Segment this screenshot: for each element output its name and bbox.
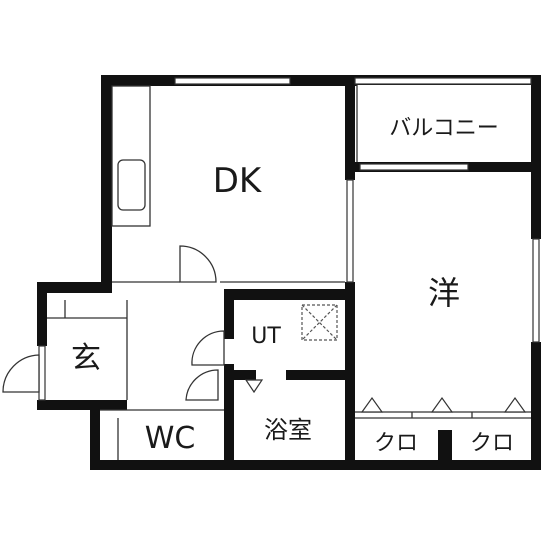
bath-door-marker-icon: [244, 379, 264, 394]
closet-door-markers: [360, 396, 527, 413]
room-label-closet-left: クロ: [374, 431, 418, 456]
closet-triangle-icon: [430, 396, 454, 413]
window-western-right: [532, 238, 540, 343]
wall-hall-top: [224, 289, 345, 300]
washer-box: [301, 304, 338, 341]
wall-bottom: [90, 460, 541, 470]
wall-ut-right: [345, 282, 355, 470]
wall-dk-right-upper: [345, 75, 355, 180]
door-dk-icon: [179, 245, 217, 283]
kitchen: [111, 85, 151, 227]
wall-wc-bath: [224, 400, 234, 470]
room-label-dk: DK: [213, 161, 263, 201]
sink-icon: [117, 159, 146, 211]
door-entrance-icon: [2, 354, 40, 393]
washer-space-icon: [301, 304, 338, 341]
room-label-bath: 浴室: [264, 416, 312, 444]
wall-wc-left: [90, 400, 100, 470]
wall-entrance-left-upper: [37, 282, 47, 346]
wall-dk-left: [101, 75, 112, 289]
washer-cross-b: [301, 304, 338, 341]
closet-triangle-icon: [503, 396, 527, 413]
room-label-balcony: バルコニー: [389, 116, 499, 141]
washer-cross-a: [301, 304, 338, 341]
doors: [2, 245, 225, 401]
window-dk-top: [174, 77, 291, 85]
wall-ut-bath-left: [234, 370, 256, 380]
wall-entrance-top: [37, 282, 112, 293]
window-balcony-top: [354, 77, 532, 85]
kitchen-counter: [111, 85, 151, 227]
window-balcony-inner: [359, 163, 469, 171]
window-entrance-left: [38, 345, 46, 401]
windows: [38, 77, 540, 401]
room-label-entrance: 玄: [71, 341, 101, 376]
wall-balcony-right: [531, 75, 541, 239]
room-label-western: 洋: [428, 274, 460, 312]
door-wc-icon: [185, 369, 219, 401]
wall-entrance-bottom: [37, 400, 127, 410]
window-dk-right: [346, 179, 354, 283]
room-label-wc: WC: [145, 421, 196, 456]
wall-ut-bath-right: [286, 370, 345, 380]
wall-center-upper: [224, 289, 234, 339]
closet-triangle-icon: [360, 396, 384, 413]
room-label-closet-right: クロ: [470, 431, 514, 456]
wall-closet-divider: [438, 430, 452, 470]
room-label-utility: UT: [251, 324, 281, 349]
interior-lines: [47, 85, 531, 460]
door-ut-icon: [191, 330, 225, 366]
wall-western-right: [531, 342, 541, 470]
